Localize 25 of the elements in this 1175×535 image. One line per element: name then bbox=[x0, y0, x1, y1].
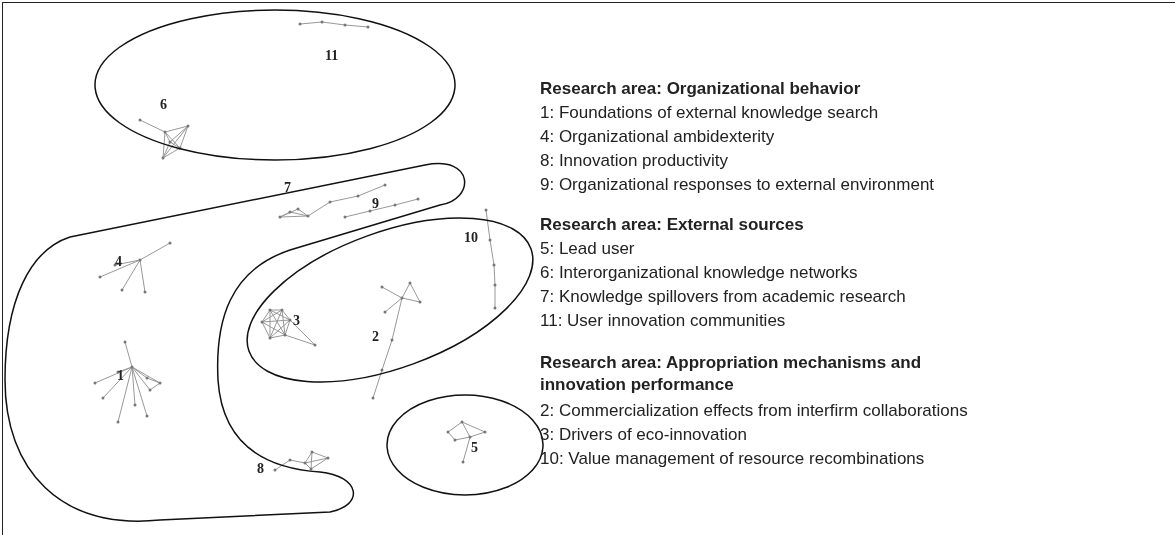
section-heading: Research area: Appropriation mechanisms and innovation performance bbox=[540, 352, 923, 396]
cluster-number: 11 bbox=[325, 48, 339, 64]
cluster-number: 1 bbox=[117, 368, 124, 384]
list-item: 10: Value management of resource recombinations bbox=[540, 448, 925, 470]
list-item: 4: Organizational ambidexterity bbox=[540, 126, 775, 148]
section-heading: Research area: Organizational behavior bbox=[540, 78, 861, 100]
list-item: 7: Knowledge spillovers from academic research bbox=[540, 286, 906, 308]
list-item: 5: Lead user bbox=[540, 238, 635, 260]
list-item: 2: Commercialization effects from interfirm collaborations bbox=[540, 400, 968, 422]
cluster-number: 4 bbox=[115, 254, 122, 270]
list-item: 1: Foundations of external knowledge search bbox=[540, 102, 879, 124]
list-item: 8: Innovation productivity bbox=[540, 150, 729, 172]
cluster-number: 8 bbox=[257, 461, 264, 477]
cluster-number: 5 bbox=[471, 440, 478, 456]
list-item: 3: Drivers of eco-innovation bbox=[540, 424, 747, 446]
cluster-number: 6 bbox=[160, 97, 167, 113]
cluster-number: 3 bbox=[293, 313, 300, 329]
cluster-number: 10 bbox=[464, 230, 478, 246]
cluster-number: 7 bbox=[284, 180, 291, 196]
cluster-number: 9 bbox=[372, 196, 379, 212]
list-item: 6: Interorganizational knowledge networks bbox=[540, 262, 858, 284]
section-heading: Research area: External sources bbox=[540, 214, 804, 236]
list-item: 11: User innovation communities bbox=[540, 310, 786, 332]
list-item: 9: Organizational responses to external environment bbox=[540, 174, 935, 196]
cluster-number: 2 bbox=[372, 329, 379, 345]
